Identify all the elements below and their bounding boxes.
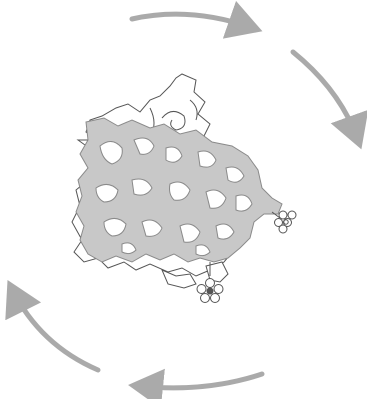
rotation-arrow-right	[293, 52, 358, 140]
rotation-arrow-left	[12, 289, 98, 370]
rotation-arrow-bottom	[138, 374, 262, 388]
flower-icon-right	[272, 211, 296, 233]
rotation-arrow-top	[132, 14, 253, 28]
